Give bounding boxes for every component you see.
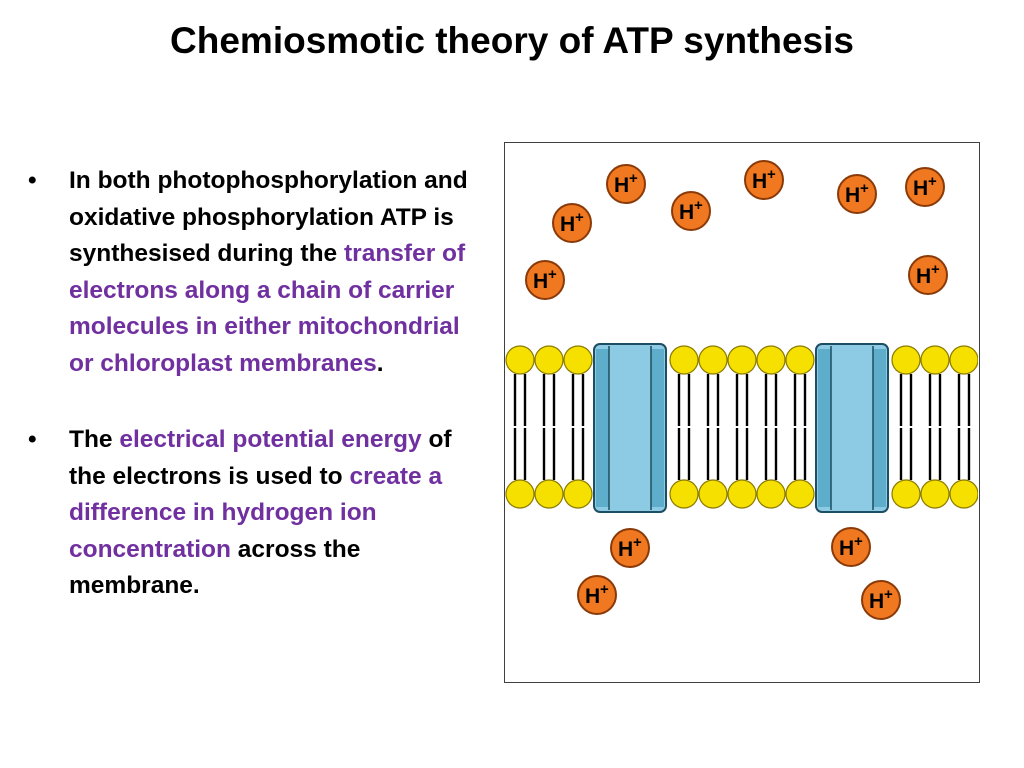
channel-shade [651, 349, 664, 507]
ion-label: H [752, 170, 767, 193]
protein-channel [593, 343, 667, 513]
ion-circle [861, 580, 901, 620]
bullet-list: • In both photophosphorylation and oxida… [28, 163, 488, 605]
phospholipid-head [563, 345, 593, 375]
ion-circle [831, 527, 871, 567]
ion-label: H [533, 270, 548, 293]
phospholipid-head [727, 345, 757, 375]
ion-circle [552, 203, 592, 243]
phospholipid-head [669, 479, 699, 509]
phospholipid-head [785, 479, 815, 509]
phospholipid-head [756, 345, 786, 375]
ion-charge: + [928, 173, 937, 190]
ion-label: H [614, 174, 629, 197]
ion-circle [606, 164, 646, 204]
phospholipid-head [563, 479, 593, 509]
hydrogen-ion: H+ [837, 174, 877, 214]
ion-circle [908, 255, 948, 295]
hydrogen-ion: H+ [577, 575, 617, 615]
protein-channels [593, 343, 889, 513]
ion-charge: + [548, 266, 557, 283]
phospholipid-head [727, 479, 757, 509]
hydrogen-ion: H+ [905, 167, 945, 207]
hydrogen-ion: H+ [552, 203, 592, 243]
ion-label: H [869, 590, 884, 613]
phospholipid-head [534, 479, 564, 509]
ion-charge: + [860, 180, 869, 197]
ion-charge: + [694, 197, 703, 214]
phospholipid-head [698, 479, 728, 509]
hydrogen-ion: H+ [831, 527, 871, 567]
bullet-2-text-start: The [69, 426, 120, 453]
ion-circle [905, 167, 945, 207]
ion-label: H [916, 265, 931, 288]
hydrogen-ion: H+ [671, 191, 711, 231]
phospholipid-head [756, 479, 786, 509]
hydrogen-ion: H+ [908, 255, 948, 295]
ion-label: H [585, 585, 600, 608]
phospholipid-head [698, 345, 728, 375]
channel-shade [873, 349, 886, 507]
ion-charge: + [884, 586, 893, 603]
bullet-2-highlight-1: electrical potential energy [119, 426, 422, 453]
ion-circle [671, 191, 711, 231]
ion-charge: + [575, 209, 584, 226]
hydrogen-ions: H+H+H+H+H+H+H+H+H+H+H+H+ [525, 160, 948, 620]
channel-body [593, 343, 667, 513]
phospholipid-head [505, 479, 535, 509]
ion-label: H [679, 201, 694, 224]
channel-shade [596, 349, 609, 507]
bullet-item-2: • The electrical potential energy of the… [28, 422, 488, 605]
bullet-marker: • [28, 167, 37, 194]
phospholipid-head [920, 345, 950, 375]
bullet-2-highlight-2: create a difference in hydrogen ion conc… [69, 462, 443, 563]
ion-label: H [845, 184, 860, 207]
phospholipid-head [669, 345, 699, 375]
bullet-1-end: . [376, 349, 384, 377]
slide-title: Chemiosmotic theory of ATP synthesis [170, 20, 854, 61]
ion-charge: + [600, 581, 609, 598]
protein-channel [815, 343, 889, 513]
phospholipid-head [891, 479, 921, 509]
bullet-2-text-middle: of the electrons is used to [69, 426, 452, 490]
bullet-1-text: In both photophosphorylation and oxidati… [69, 167, 468, 267]
phospholipid-bilayer [505, 345, 978, 509]
phospholipid-head [505, 345, 535, 375]
membrane-diagram: H+H+H+H+H+H+H+H+H+H+H+H+ [504, 142, 980, 683]
bullet-marker: • [28, 426, 37, 453]
ion-label: H [913, 177, 928, 200]
phospholipid-head [891, 345, 921, 375]
hydrogen-ion: H+ [606, 164, 646, 204]
ion-charge: + [931, 261, 940, 278]
ion-charge: + [629, 170, 638, 187]
phospholipid-head [949, 345, 978, 375]
phospholipid-head [949, 479, 978, 509]
bullet-2-text-end: across the membrane. [69, 535, 361, 600]
hydrogen-ion: H+ [744, 160, 784, 200]
ion-circle [610, 528, 650, 568]
ion-charge: + [633, 534, 642, 551]
bullet-item-1: • In both photophosphorylation and oxida… [28, 163, 488, 382]
membrane-diagram-svg: H+H+H+H+H+H+H+H+H+H+H+H+ [505, 160, 978, 620]
ion-circle [525, 260, 565, 300]
ion-circle [577, 575, 617, 615]
phospholipid-head [785, 345, 815, 375]
hydrogen-ion: H+ [610, 528, 650, 568]
ion-circle [744, 160, 784, 200]
channel-shade [818, 349, 831, 507]
phospholipid-head [920, 479, 950, 509]
phospholipid-head [534, 345, 564, 375]
ion-label: H [839, 537, 854, 560]
hydrogen-ion: H+ [861, 580, 901, 620]
hydrogen-ion: H+ [525, 260, 565, 300]
ion-circle [837, 174, 877, 214]
channel-body [815, 343, 889, 513]
ion-charge: + [767, 166, 776, 183]
bullet-1-highlight: transfer of electrons along a chain of c… [69, 240, 466, 377]
ion-label: H [560, 213, 575, 236]
ion-charge: + [854, 533, 863, 550]
ion-label: H [618, 538, 633, 561]
